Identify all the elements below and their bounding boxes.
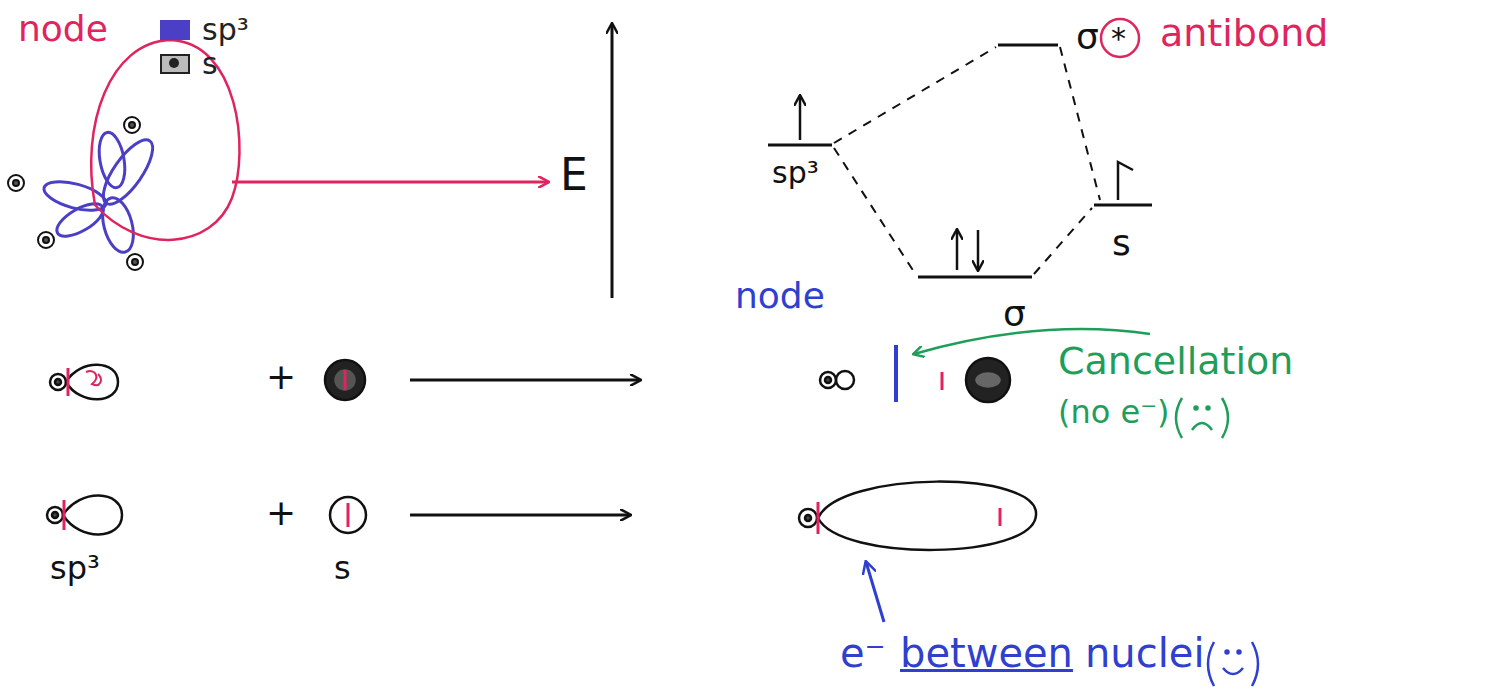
level-label: sp³ xyxy=(772,156,819,191)
note: Cancellation xyxy=(1058,340,1293,384)
level-label: s xyxy=(1112,222,1131,263)
note: between xyxy=(900,630,1073,676)
legend-row: s xyxy=(160,46,218,81)
orbital-label: s xyxy=(334,550,351,587)
plus-sign: + xyxy=(266,492,296,533)
energy-axis-label: E xyxy=(560,150,588,201)
node-note: node xyxy=(18,8,108,49)
note: (no e⁻) xyxy=(1058,394,1170,431)
orbital-label: sp³ xyxy=(50,550,100,587)
legend-row: sp³ xyxy=(160,12,249,47)
antibond-star: * xyxy=(1111,22,1126,57)
sp3-hybrid-sketch xyxy=(8,40,548,270)
plus-sign: + xyxy=(266,356,296,397)
note: nuclei xyxy=(1085,630,1205,676)
legend-text: s xyxy=(202,46,218,81)
node-note: node xyxy=(735,275,825,316)
legend-sample-dot xyxy=(169,58,179,68)
note: e⁻ xyxy=(840,630,886,676)
bonding-combination xyxy=(47,482,1258,686)
mo-energy-diagram xyxy=(612,19,1152,298)
legend-swatch xyxy=(160,20,190,40)
antibonding-combination xyxy=(50,329,1228,438)
note: antibond xyxy=(1160,12,1328,56)
legend-sample xyxy=(160,54,190,74)
orbital-label: σ xyxy=(1076,16,1099,57)
legend-text: sp³ xyxy=(202,12,249,47)
orbital-label: σ xyxy=(1003,293,1026,334)
